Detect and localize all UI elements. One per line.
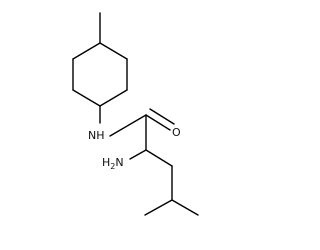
bond-carbonyl-o-2 bbox=[149, 108, 175, 125]
bond-alpha-nh2 bbox=[129, 149, 147, 160]
bond-ring-1 bbox=[99, 42, 128, 60]
atom-label-h2n: H2N bbox=[102, 156, 124, 171]
molecule-structure: NH O H2N bbox=[72, 12, 199, 216]
bond-nh-carbonyl bbox=[109, 114, 147, 137]
bond-ring-6 bbox=[72, 42, 101, 60]
bond-carbonyl-o-1 bbox=[145, 114, 171, 131]
atom-label-o: O bbox=[172, 126, 181, 139]
bond-ch-methyl-right bbox=[171, 199, 199, 216]
bond-ch-methyl-left bbox=[144, 199, 173, 216]
atom-label-nh: NH bbox=[88, 129, 105, 142]
bond-ring-4 bbox=[72, 89, 101, 107]
bond-alpha-ch2 bbox=[145, 149, 173, 167]
bond-ring-3 bbox=[99, 89, 128, 107]
